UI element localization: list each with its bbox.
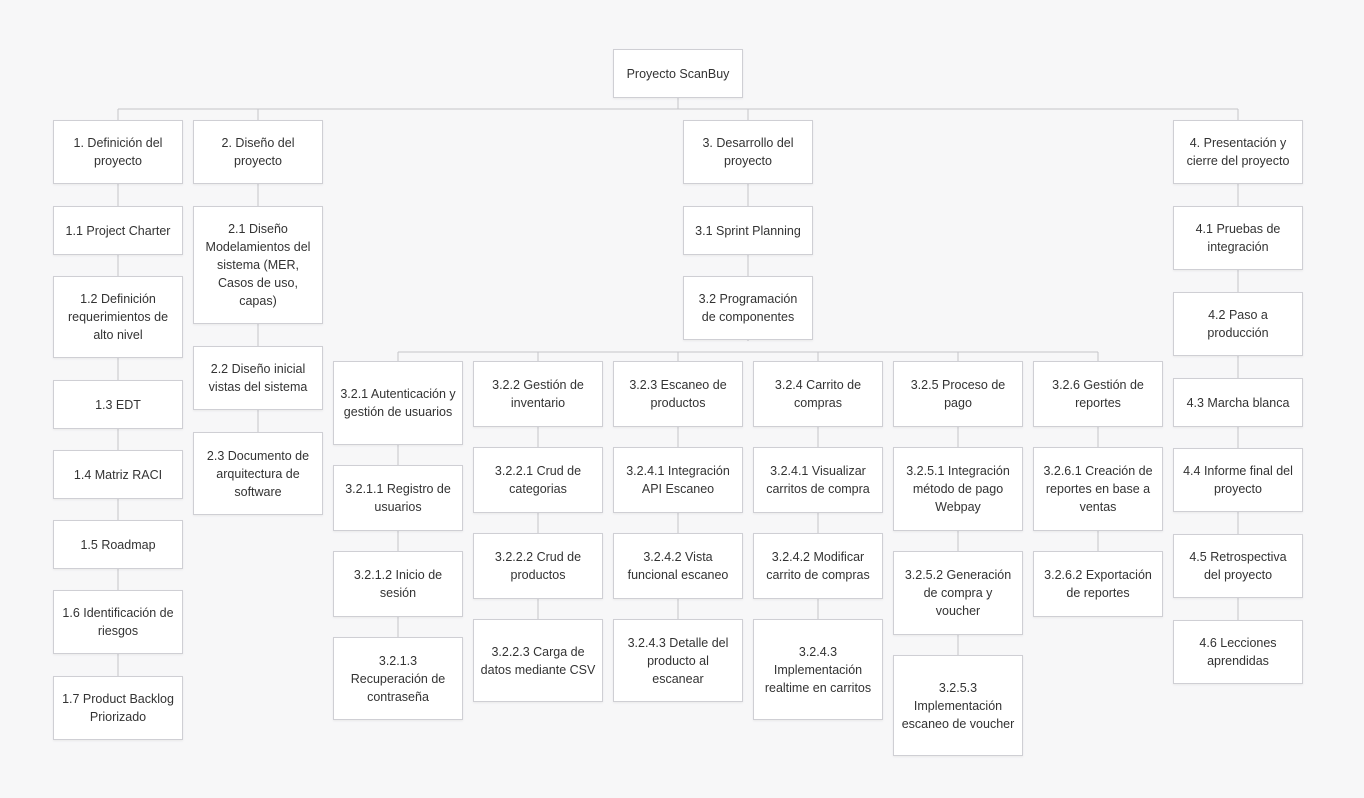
node-3-2-6-1[interactable]: 3.2.6.1 Creación de reportes en base a v… bbox=[1033, 447, 1163, 531]
node-3-2-3-3[interactable]: 3.2.4.3 Detalle del producto al escanear bbox=[613, 619, 743, 702]
node-3-2-5-2[interactable]: 3.2.5.2 Generación de compra y voucher bbox=[893, 551, 1023, 635]
node-4-2[interactable]: 4.2 Paso a producción bbox=[1173, 292, 1303, 356]
node-3-2-1-2[interactable]: 3.2.1.2 Inicio de sesión bbox=[333, 551, 463, 617]
node-3-desarrollo[interactable]: 3. Desarrollo del proyecto bbox=[683, 120, 813, 184]
node-3-2-5-1[interactable]: 3.2.5.1 Integración método de pago Webpa… bbox=[893, 447, 1023, 531]
node-3-1[interactable]: 3.1 Sprint Planning bbox=[683, 206, 813, 255]
node-4-presentacion[interactable]: 4. Presentación y cierre del proyecto bbox=[1173, 120, 1303, 184]
node-4-1[interactable]: 4.1 Pruebas de integración bbox=[1173, 206, 1303, 270]
node-4-3[interactable]: 4.3 Marcha blanca bbox=[1173, 378, 1303, 427]
node-3-2-2-3[interactable]: 3.2.2.3 Carga de datos mediante CSV bbox=[473, 619, 603, 702]
node-3-2-2-2[interactable]: 3.2.2.2 Crud de productos bbox=[473, 533, 603, 599]
node-3-2-3[interactable]: 3.2.3 Escaneo de productos bbox=[613, 361, 743, 427]
node-3-2[interactable]: 3.2 Programación de componentes bbox=[683, 276, 813, 340]
node-3-2-4[interactable]: 3.2.4 Carrito de compras bbox=[753, 361, 883, 427]
node-1-2[interactable]: 1.2 Definición requerimientos de alto ni… bbox=[53, 276, 183, 358]
node-3-2-5-3[interactable]: 3.2.5.3 Implementación escaneo de vouche… bbox=[893, 655, 1023, 756]
node-1-definicion[interactable]: 1. Definición del proyecto bbox=[53, 120, 183, 184]
node-3-2-4-1[interactable]: 3.2.4.1 Visualizar carritos de compra bbox=[753, 447, 883, 513]
node-3-2-4-3[interactable]: 3.2.4.3 Implementación realtime en carri… bbox=[753, 619, 883, 720]
node-3-2-3-1[interactable]: 3.2.4.1 Integración API Escaneo bbox=[613, 447, 743, 513]
node-3-2-1-1[interactable]: 3.2.1.1 Registro de usuarios bbox=[333, 465, 463, 531]
node-3-2-6-2[interactable]: 3.2.6.2 Exportación de reportes bbox=[1033, 551, 1163, 617]
node-1-3[interactable]: 1.3 EDT bbox=[53, 380, 183, 429]
node-1-1[interactable]: 1.1 Project Charter bbox=[53, 206, 183, 255]
node-1-5[interactable]: 1.5 Roadmap bbox=[53, 520, 183, 569]
node-3-2-5[interactable]: 3.2.5 Proceso de pago bbox=[893, 361, 1023, 427]
node-2-diseno[interactable]: 2. Diseño del proyecto bbox=[193, 120, 323, 184]
node-3-2-2-1[interactable]: 3.2.2.1 Crud de categorias bbox=[473, 447, 603, 513]
node-4-5[interactable]: 4.5 Retrospectiva del proyecto bbox=[1173, 534, 1303, 598]
node-3-2-6[interactable]: 3.2.6 Gestión de reportes bbox=[1033, 361, 1163, 427]
node-3-2-2[interactable]: 3.2.2 Gestión de inventario bbox=[473, 361, 603, 427]
node-1-7[interactable]: 1.7 Product Backlog Priorizado bbox=[53, 676, 183, 740]
node-3-2-1-3[interactable]: 3.2.1.3 Recuperación de contraseña bbox=[333, 637, 463, 720]
node-3-2-4-2[interactable]: 3.2.4.2 Modificar carrito de compras bbox=[753, 533, 883, 599]
node-3-2-3-2[interactable]: 3.2.4.2 Vista funcional escaneo bbox=[613, 533, 743, 599]
node-4-6[interactable]: 4.6 Lecciones aprendidas bbox=[1173, 620, 1303, 684]
node-3-2-1[interactable]: 3.2.1 Autenticación y gestión de usuario… bbox=[333, 361, 463, 445]
node-2-2[interactable]: 2.2 Diseño inicial vistas del sistema bbox=[193, 346, 323, 410]
node-root[interactable]: Proyecto ScanBuy bbox=[613, 49, 743, 98]
node-2-3[interactable]: 2.3 Documento de arquitectura de softwar… bbox=[193, 432, 323, 515]
node-4-4[interactable]: 4.4 Informe final del proyecto bbox=[1173, 448, 1303, 512]
node-2-1[interactable]: 2.1 Diseño Modelamientos del sistema (ME… bbox=[193, 206, 323, 324]
node-1-4[interactable]: 1.4 Matriz RACI bbox=[53, 450, 183, 499]
node-1-6[interactable]: 1.6 Identificación de riesgos bbox=[53, 590, 183, 654]
